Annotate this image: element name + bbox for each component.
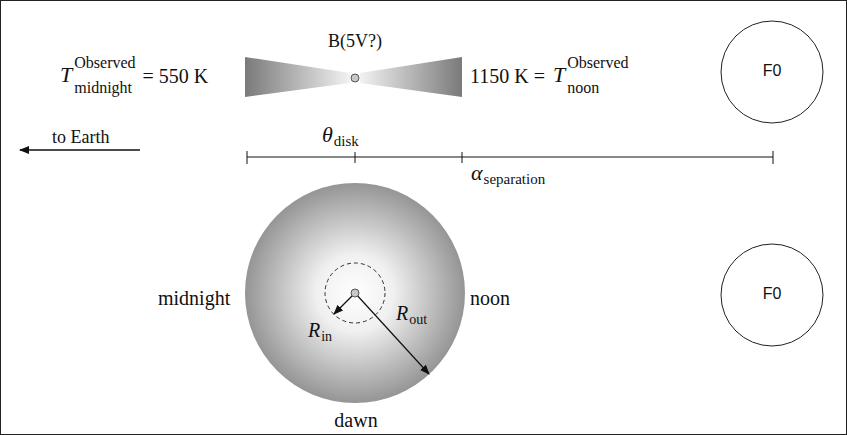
direction-label: to Earth: [52, 128, 109, 146]
position-label: noon: [470, 288, 510, 308]
star-circle: F0: [720, 20, 824, 124]
scale-tick: [462, 152, 463, 163]
position-label: midnight: [158, 288, 230, 308]
temperature-value: 1150 K =: [470, 66, 545, 86]
star-dot: [351, 74, 359, 82]
subscript: out: [409, 313, 427, 327]
angle-symbol: θ: [322, 124, 333, 146]
star-label: F0: [763, 63, 782, 79]
scale-tick: [355, 152, 356, 163]
superscript: Observed: [74, 55, 135, 71]
inner-radius-circle: [325, 263, 385, 323]
subscript: in: [321, 330, 332, 344]
disk-edge-right: [360, 57, 462, 97]
subscript: midnight: [74, 80, 132, 96]
scale-bar: [247, 157, 773, 158]
scale-tick: [247, 151, 248, 164]
subscript: noon: [567, 80, 599, 96]
temperature-value: = 550 K: [143, 66, 209, 86]
star-circle: F0: [720, 243, 824, 347]
superscript: Observed: [567, 55, 628, 71]
temperature-symbol: T: [553, 64, 565, 86]
radius-symbol: R: [308, 320, 320, 340]
star-dot: [351, 289, 359, 297]
temperature-symbol: T: [60, 64, 72, 86]
subscript: separation: [484, 172, 546, 187]
star-label: F0: [763, 286, 782, 302]
angle-symbol: α: [471, 162, 483, 184]
position-label: dawn: [334, 410, 377, 430]
scale-tick: [773, 151, 774, 164]
radius-symbol: R: [396, 303, 408, 323]
disk-edge-left: [245, 57, 350, 97]
star-type: B(5V?): [328, 32, 382, 50]
earth-arrow: [20, 149, 140, 151]
subscript: disk: [334, 134, 359, 149]
disk-face: [245, 183, 465, 403]
rout-arrow: [355, 293, 429, 374]
